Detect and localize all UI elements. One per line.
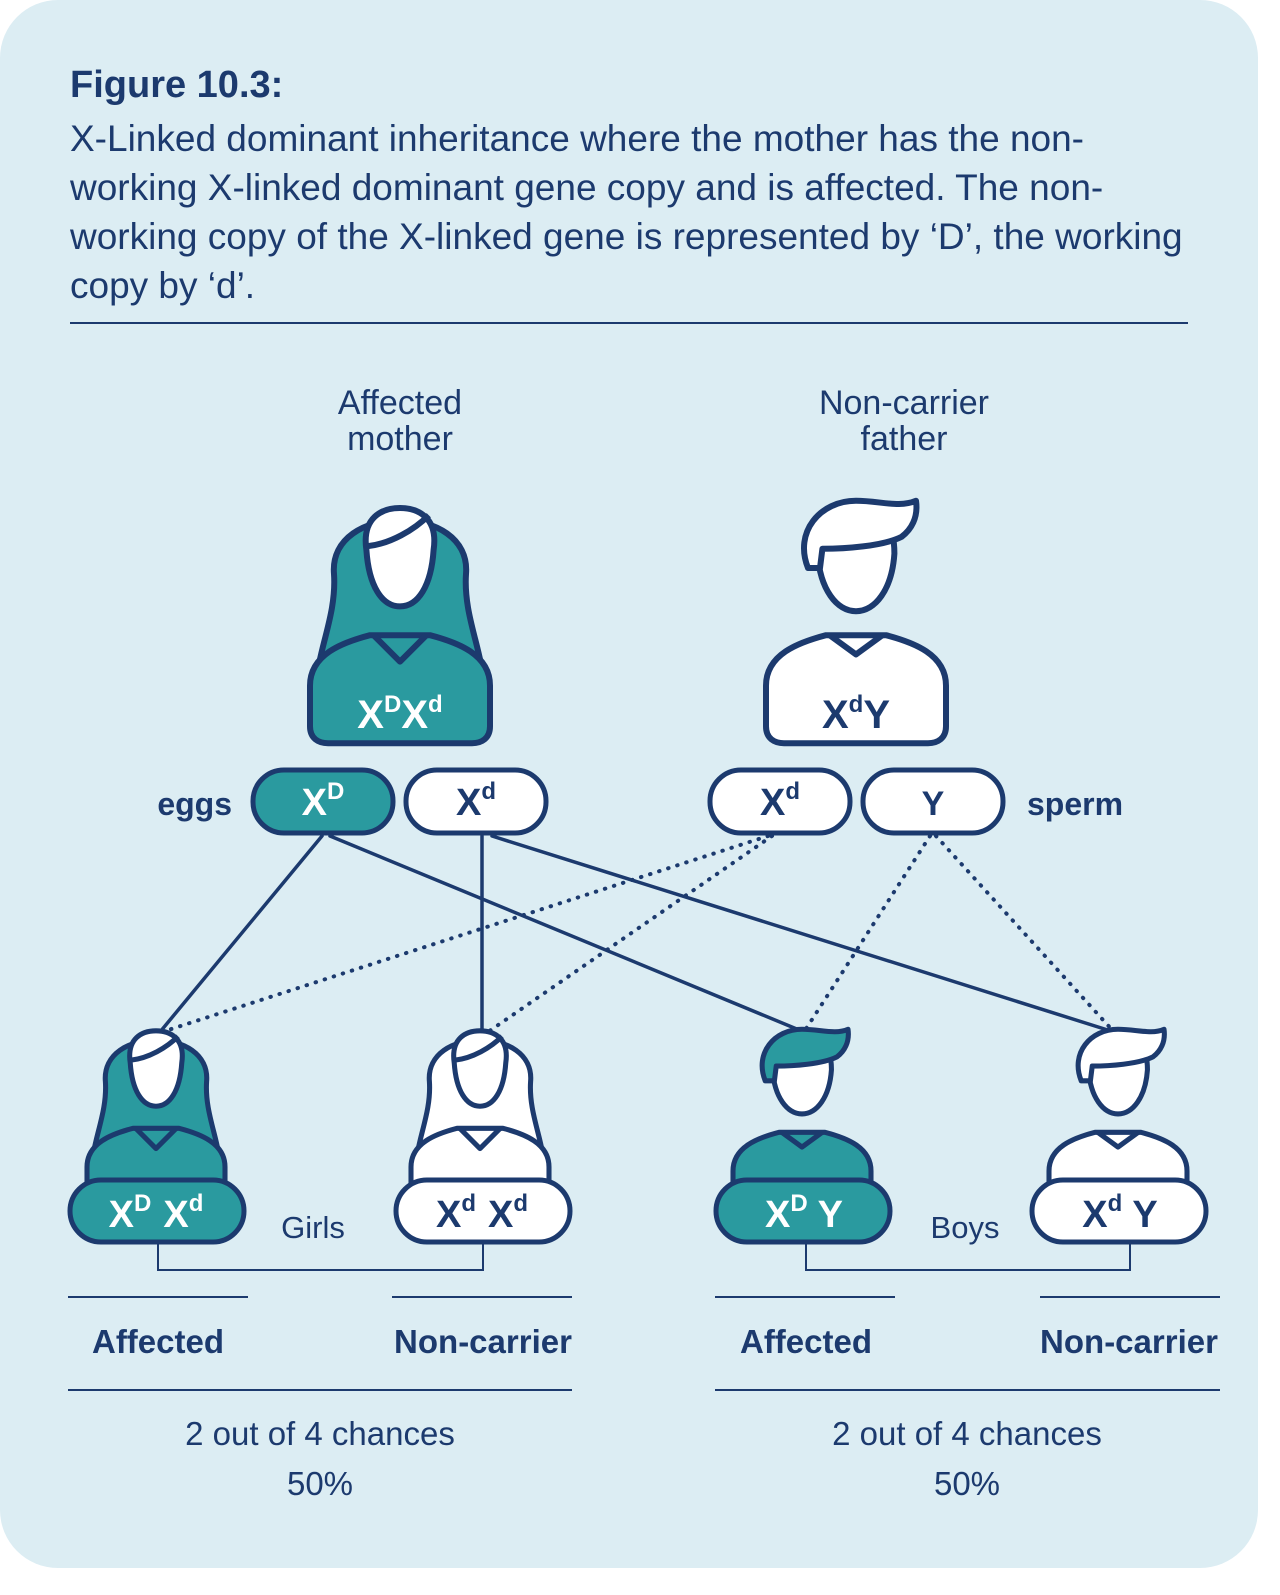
boys-bracket xyxy=(805,1243,1131,1271)
egg-Xd-pill xyxy=(403,767,549,836)
figure-caption: X-Linked dominant inheritance where the … xyxy=(70,118,1183,306)
father-label: Non-carrier father xyxy=(754,385,1054,457)
head-icon xyxy=(451,1028,509,1109)
sperm-Xd-text: Xd xyxy=(760,778,800,824)
divider xyxy=(715,1296,895,1298)
girl1-figure xyxy=(84,1028,228,1204)
boys-chance-text: 2 out of 4 chances xyxy=(832,1415,1102,1452)
torso-icon xyxy=(306,632,494,747)
figure-card xyxy=(0,0,1258,1568)
neck-collar-icon xyxy=(827,632,885,658)
girl2-genotype-pill xyxy=(393,1177,573,1245)
figure-title: Figure 10.3: xyxy=(70,64,284,106)
girl-noncarrier-label: Non-carrier xyxy=(394,1323,572,1360)
mother-label-line2: mother xyxy=(347,420,453,458)
boy-affected-label: Affected xyxy=(739,1323,873,1360)
eggs-label: eggs xyxy=(157,786,232,822)
boy1-genotype-pill xyxy=(713,1177,893,1245)
egg-XD-text: XD xyxy=(302,778,345,824)
line-sperm-Xd-to-girl2 xyxy=(486,834,774,1034)
divider xyxy=(392,1296,572,1298)
boy-noncarrier-label: Non-carrier xyxy=(1040,1323,1218,1360)
sperm-Y-text: Y xyxy=(922,785,945,823)
sperm-label: sperm xyxy=(1027,786,1123,822)
girls-chance-percent: 50% xyxy=(286,1465,354,1502)
head-icon xyxy=(127,1028,185,1109)
girl1-genotype-pill xyxy=(67,1177,247,1245)
girl2-figure xyxy=(408,1028,552,1204)
neck-collar-icon xyxy=(457,1126,503,1152)
hair-icon xyxy=(801,497,920,572)
egg-Xd-text: Xd xyxy=(456,778,496,824)
neck-collar-icon xyxy=(371,633,429,665)
egg-XD-pill xyxy=(250,767,396,836)
hair-icon xyxy=(759,1026,851,1084)
boys-label: Boys xyxy=(930,1210,1000,1245)
divider xyxy=(1040,1296,1220,1298)
boys-chance-percent: 50% xyxy=(933,1465,1001,1502)
divider xyxy=(68,1296,248,1298)
neck-collar-icon xyxy=(133,1126,179,1152)
head-icon xyxy=(362,504,438,610)
sperm-Y-pill xyxy=(860,767,1006,836)
boys-chance: 2 out of 4 chances 50% xyxy=(767,1409,1167,1509)
girls-label: Girls xyxy=(281,1210,345,1245)
mother-label: Affected mother xyxy=(250,385,550,457)
boy2-genotype-pill xyxy=(1029,1177,1209,1245)
mother-genotype: XDXd xyxy=(357,691,442,737)
neck-collar-icon xyxy=(780,1130,824,1150)
father-figure xyxy=(762,497,950,747)
mother-label-line1: Affected xyxy=(337,384,463,422)
neck-collar-icon xyxy=(1096,1130,1140,1150)
father-label-line1: Non-carrier xyxy=(818,384,990,422)
girls-bracket xyxy=(157,1243,484,1271)
father-genotype: XdY xyxy=(822,691,890,737)
sperm-Xd-pill xyxy=(707,767,853,836)
line-egg-D-to-boy1 xyxy=(328,834,806,1034)
line-sperm-Xd-to-girl1 xyxy=(160,834,770,1034)
hair-icon xyxy=(1075,1026,1167,1084)
line-sperm-Y-to-boy1 xyxy=(802,834,932,1034)
girl-affected-label: Affected xyxy=(91,1323,225,1360)
caption-divider xyxy=(70,322,1188,324)
inheritance-diagram: XDXd XdY XD Xd Xd Y eggs sperm xyxy=(67,497,1209,1271)
divider xyxy=(715,1389,1220,1391)
line-egg-D-to-girl1 xyxy=(158,834,324,1034)
father-label-line2: father xyxy=(860,420,948,458)
torso-icon xyxy=(762,632,950,747)
girls-chance: 2 out of 4 chances 50% xyxy=(120,1409,520,1509)
mother-figure xyxy=(306,504,494,747)
girls-chance-text: 2 out of 4 chances xyxy=(185,1415,455,1452)
line-egg-d-to-boy2 xyxy=(490,834,1116,1034)
divider xyxy=(68,1389,572,1391)
line-sperm-Y-to-boy2 xyxy=(934,834,1116,1034)
